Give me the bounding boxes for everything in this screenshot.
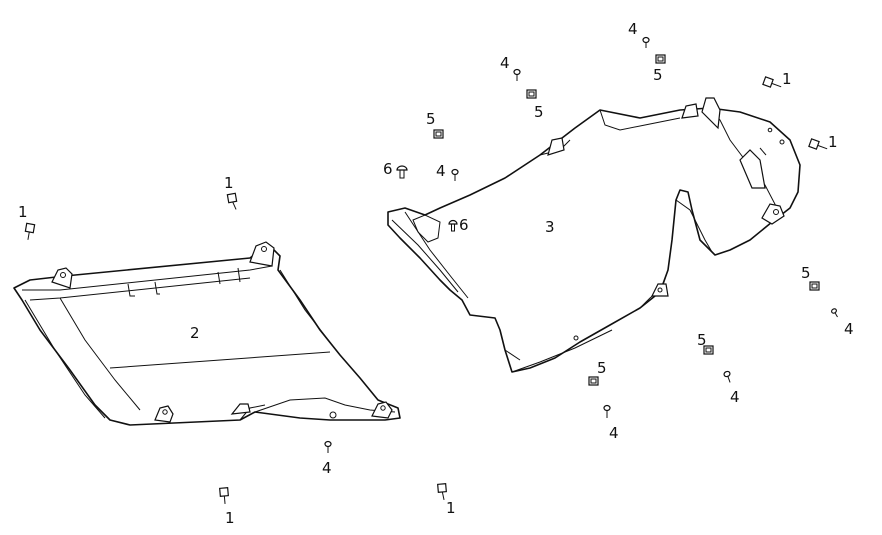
bolt-fasteners xyxy=(24,76,828,504)
callout-4: 4 xyxy=(436,162,446,180)
screw-icon xyxy=(324,440,332,453)
rivet-icon xyxy=(448,219,458,232)
callout-4: 4 xyxy=(609,424,619,442)
clip-icon xyxy=(655,54,666,64)
callout-1: 1 xyxy=(225,509,235,527)
callout-5: 5 xyxy=(653,66,663,84)
callout-5: 5 xyxy=(426,110,436,128)
bolt-icon xyxy=(808,138,828,150)
callout-4: 4 xyxy=(322,459,332,477)
rivet-icon xyxy=(396,165,408,179)
clip-icon xyxy=(526,89,537,99)
callout-5: 5 xyxy=(534,103,544,121)
callout-6: 6 xyxy=(383,160,393,178)
callout-4: 4 xyxy=(730,388,740,406)
bolt-icon xyxy=(24,222,36,240)
rivet-fasteners xyxy=(396,165,458,232)
callout-labels: 1 1 1 1 1 1 2 3 4 4 4 4 4 4 4 5 5 5 5 5 … xyxy=(18,20,854,527)
callout-5: 5 xyxy=(801,264,811,282)
part-3-inner-cover xyxy=(387,97,801,373)
clip-icon xyxy=(588,376,599,386)
callout-5: 5 xyxy=(597,359,607,377)
clip-icon xyxy=(703,345,714,355)
callout-6: 6 xyxy=(459,216,469,234)
callout-1: 1 xyxy=(224,174,234,192)
callout-4: 4 xyxy=(500,54,510,72)
screw-icon xyxy=(603,404,611,418)
callout-1: 1 xyxy=(782,70,792,88)
screw-icon xyxy=(723,370,731,383)
callout-1: 1 xyxy=(446,499,456,517)
bolt-icon xyxy=(219,487,229,504)
callout-1: 1 xyxy=(828,133,838,151)
callout-1: 1 xyxy=(18,203,28,221)
bolt-icon xyxy=(762,76,782,88)
screw-icon xyxy=(642,36,650,48)
bolt-icon xyxy=(437,483,447,500)
screw-icon xyxy=(831,308,838,318)
screw-icon xyxy=(513,68,521,81)
callout-4: 4 xyxy=(628,20,638,38)
clip-fasteners xyxy=(433,54,820,386)
clip-icon xyxy=(809,281,820,291)
callout-3: 3 xyxy=(545,218,555,236)
callout-4: 4 xyxy=(844,320,854,338)
clip-icon xyxy=(433,129,444,139)
bolt-icon xyxy=(226,192,238,210)
callout-2: 2 xyxy=(190,324,200,342)
part-2-lower-cover xyxy=(13,241,401,426)
callout-5: 5 xyxy=(697,331,707,349)
screw-icon xyxy=(451,168,459,181)
screw-fasteners xyxy=(324,36,838,453)
